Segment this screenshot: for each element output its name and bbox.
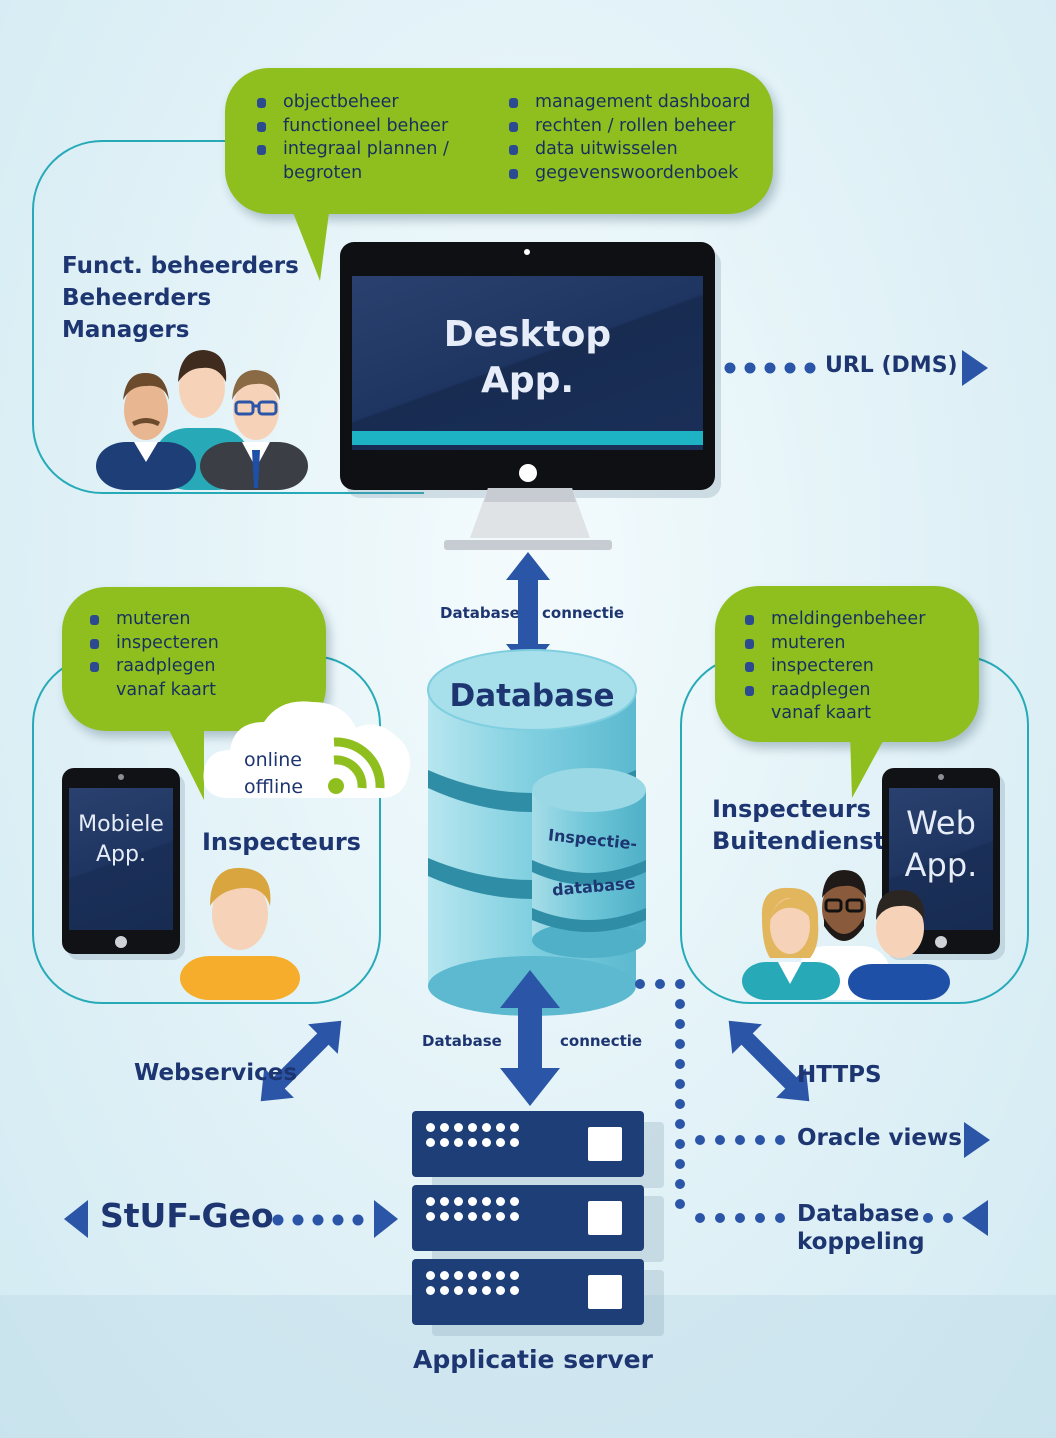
- feature-item: meldingenbeheer: [745, 608, 975, 632]
- user-role-label: Funct. beheerders: [62, 253, 299, 279]
- feature-item: muteren: [90, 608, 320, 632]
- feature-item: muteren: [745, 632, 975, 656]
- feature-item: rechten / rollen beheer: [509, 115, 769, 139]
- arrow-right-icon: [962, 350, 988, 386]
- db-connection-top-left: Database: [440, 604, 520, 622]
- server-vent-dots: [426, 1123, 524, 1147]
- feature-item: objectbeheer: [257, 91, 487, 115]
- arrow-right-icon: [964, 1122, 990, 1158]
- cloud-icon: [203, 701, 411, 798]
- bubble-tail: [164, 720, 204, 800]
- feature-item: inspecteren: [745, 655, 975, 679]
- server-vent-dots: [426, 1197, 524, 1221]
- url-dms-label: URL (DMS): [825, 353, 958, 378]
- https-label: HTTPS: [797, 1062, 882, 1088]
- tablet-screen: [69, 788, 173, 930]
- server-unit: [412, 1185, 644, 1251]
- server-drive-bay: [588, 1127, 622, 1161]
- feature-item: inspecteren: [90, 632, 320, 656]
- feature-item-continued: begroten: [283, 162, 363, 183]
- webservices-label: Webservices: [134, 1060, 298, 1086]
- double-arrow-vertical-top: [506, 552, 550, 672]
- double-arrow-vertical-bottom: [500, 970, 560, 1106]
- feature-item: gegevenswoordenboek: [509, 162, 769, 186]
- web-features-list: meldingenbeheer muteren inspecteren raad…: [745, 608, 975, 726]
- tablet-camera: [118, 774, 124, 780]
- server-unit: [412, 1259, 644, 1325]
- arrow-right-icon: [374, 1200, 398, 1238]
- user-role-label: Beheerders: [62, 285, 212, 311]
- oracle-views-label: Oracle views: [797, 1125, 962, 1151]
- mobile-app-label-line1: Mobiele: [78, 812, 164, 837]
- inspector-person-icon: [180, 867, 300, 1000]
- monitor-power-button: [519, 464, 537, 482]
- server-drive-bay: [588, 1275, 622, 1309]
- tablet-home-button: [115, 936, 127, 948]
- stuf-geo-dotted-connector: [272, 1214, 364, 1226]
- bubble-tail: [850, 732, 888, 798]
- arrow-left-icon: [962, 1200, 988, 1236]
- web-app-label-line1: Web: [906, 804, 976, 842]
- dotted-connector-db-to-external: [635, 979, 785, 1223]
- managers-people-icon: [96, 350, 308, 490]
- desktop-app-title-line2: App.: [480, 360, 575, 401]
- monitor-stand: [444, 488, 612, 550]
- desktop-app-title-line1: Desktop: [443, 314, 612, 355]
- tablet-camera: [938, 774, 944, 780]
- desktop-features-bubble: objectbeheer functioneel beheer integraa…: [225, 68, 773, 214]
- status-offline-label: offline: [244, 776, 304, 798]
- status-online-label: online: [244, 749, 302, 771]
- feature-item-continued: vanaf kaart: [771, 703, 871, 723]
- db-connection-bottom-left: Database: [422, 1032, 502, 1050]
- stuf-geo-label: StUF-Geo: [100, 1196, 274, 1235]
- feature-item: raadplegen: [745, 679, 975, 703]
- desktop-features-left: objectbeheer functioneel beheer integraa…: [257, 91, 487, 185]
- monitor-screen: [352, 276, 703, 450]
- db-connection-bottom-right: connectie: [560, 1032, 643, 1050]
- web-features-bubble: meldingenbeheer muteren inspecteren raad…: [715, 586, 979, 742]
- arrow-left-icon: [64, 1200, 88, 1238]
- user-role-label: Managers: [62, 317, 190, 343]
- web-app-label-line2: App.: [904, 846, 978, 884]
- screen-accent-bar: [352, 431, 703, 445]
- mobile-tablet-device: [62, 768, 180, 954]
- database-title: Database: [449, 678, 615, 714]
- double-arrow-diagonal-webservices: [260, 1020, 342, 1102]
- database-koppeling-label-line1: Database: [797, 1201, 920, 1227]
- database-cylinder: [427, 649, 646, 1016]
- bubble-tail: [290, 205, 330, 281]
- db-connection-top-right: connectie: [542, 604, 625, 622]
- server-unit: [412, 1111, 644, 1177]
- database-koppeling-label-line2: koppeling: [797, 1229, 925, 1255]
- url-dotted-connector: [724, 362, 816, 374]
- dotted-connector-koppeling: [923, 1213, 953, 1223]
- desktop-users-labels: Funct. beheerders Beheerders Managers: [62, 250, 299, 346]
- feature-item: raadplegen: [90, 655, 320, 679]
- mobile-features-list: muteren inspecteren raadplegen vanaf kaa…: [90, 608, 320, 702]
- web-tablet-device: [882, 768, 1000, 954]
- mobile-users-label: Inspecteurs: [202, 828, 361, 856]
- web-users-label-line1: Inspecteurs: [712, 795, 871, 823]
- server-vent-dots: [426, 1271, 524, 1295]
- wifi-signal-icon: [328, 737, 385, 794]
- desktop-features-right: management dashboard rechten / rollen be…: [509, 91, 769, 185]
- field-inspectors-people-icon: [742, 870, 950, 1000]
- double-arrow-diagonal-https: [728, 1020, 810, 1102]
- desktop-monitor: Desktop App.: [340, 242, 715, 490]
- feature-item: management dashboard: [509, 91, 769, 115]
- feature-item: data uitwisselen: [509, 138, 769, 162]
- mobile-features-bubble: muteren inspecteren raadplegen vanaf kaa…: [62, 587, 326, 731]
- feature-item: integraal plannen /: [257, 138, 487, 162]
- feature-item-continued: vanaf kaart: [116, 679, 216, 700]
- monitor-camera: [524, 249, 530, 255]
- mobile-app-label-line2: App.: [96, 842, 146, 867]
- tablet-home-button: [935, 936, 947, 948]
- feature-item: functioneel beheer: [257, 115, 487, 139]
- application-server-label: Applicatie server: [413, 1345, 653, 1374]
- server-drive-bay: [588, 1201, 622, 1235]
- web-users-label-line2: Buitendienst: [712, 827, 885, 855]
